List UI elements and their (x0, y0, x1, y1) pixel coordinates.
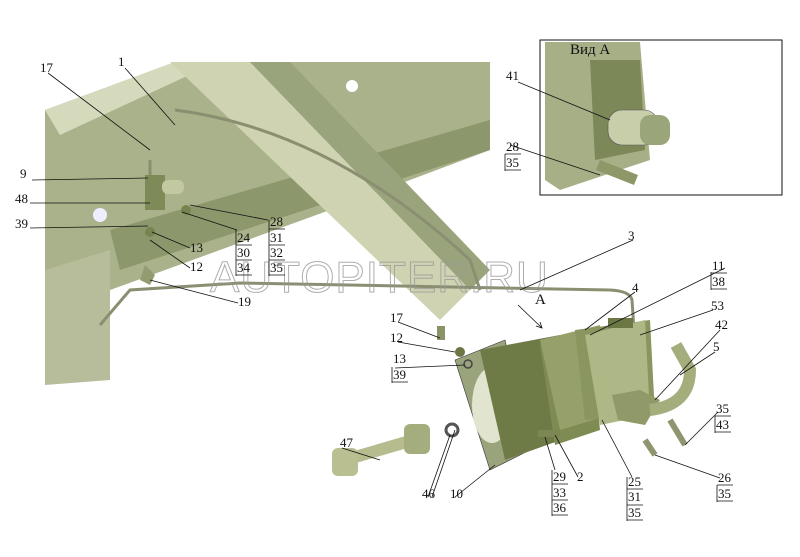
callout-group-24: 24 30 34 (235, 230, 252, 276)
callout-28b: 28 (506, 139, 519, 154)
callout-41: 41 (506, 68, 519, 83)
callout-46: 46 (422, 486, 436, 501)
callout-group-25: 25 31 35 (626, 474, 643, 521)
callout-31b: 31 (628, 489, 641, 504)
callout-5: 5 (713, 339, 720, 354)
callout-13: 13 (190, 240, 203, 255)
leader-lines (29, 67, 726, 498)
callout-group-29: 29 33 36 (551, 469, 568, 516)
callout-33: 33 (553, 485, 566, 500)
callout-11: 11 (712, 258, 725, 273)
watermark: AUTOPITER.RU (210, 253, 549, 302)
callout-35b: 35 (716, 401, 729, 416)
view-a-pump-fitting (596, 109, 670, 185)
callout-53: 53 (711, 298, 724, 313)
callout-35: 35 (270, 260, 283, 275)
callout-32: 32 (270, 245, 283, 260)
callout-9: 9 (20, 166, 27, 181)
callout-1: 1 (118, 54, 125, 69)
callout-17b: 17 (390, 310, 404, 325)
callout-24: 24 (237, 230, 251, 245)
callout-17: 17 (40, 60, 54, 75)
chassis-frame (45, 39, 783, 385)
callout-35c: 35 (628, 505, 641, 520)
callout-35d: 35 (718, 486, 731, 501)
callout-39: 39 (15, 216, 28, 231)
callout-29: 29 (553, 469, 566, 484)
callout-36: 36 (553, 500, 567, 515)
pump-assembly (332, 318, 697, 476)
callout-34: 34 (237, 260, 251, 275)
callout-13b: 13 (393, 351, 406, 366)
callout-43: 43 (716, 417, 729, 432)
callout-12b: 12 (390, 330, 403, 345)
callout-10: 10 (450, 486, 463, 501)
callout-30: 30 (237, 245, 250, 260)
callout-35e: 35 (506, 155, 519, 170)
callout-group-13: 13 39 (391, 351, 408, 383)
callout-38: 38 (712, 274, 725, 289)
callout-48: 48 (15, 191, 28, 206)
callout-group-28-view: 28 35 (504, 139, 521, 171)
callout-47: 47 (340, 435, 354, 450)
view-arrow (517, 304, 543, 329)
valve-assembly (140, 175, 191, 285)
callout-4: 4 (632, 280, 639, 295)
callout-42: 42 (715, 317, 728, 332)
callout-group-26: 26 35 (716, 470, 733, 502)
callout-39b: 39 (393, 367, 406, 382)
callout-group-11: 11 38 (710, 258, 727, 290)
callout-31: 31 (270, 230, 283, 245)
callout-group-28: 28 31 32 35 (268, 214, 285, 276)
view-title: Вид А (570, 42, 610, 58)
view-arrow-label: A (535, 292, 546, 308)
callout-26: 26 (718, 470, 732, 485)
callout-labels: 17 1 9 48 39 13 12 24 30 34 28 31 32 35 … (15, 54, 733, 521)
callout-25: 25 (628, 474, 641, 489)
callout-12: 12 (190, 259, 203, 274)
callout-19: 19 (238, 294, 251, 309)
callout-2: 2 (577, 469, 584, 484)
callout-3: 3 (628, 228, 635, 243)
callout-28: 28 (270, 214, 283, 229)
callout-group-35: 35 43 (714, 401, 731, 433)
